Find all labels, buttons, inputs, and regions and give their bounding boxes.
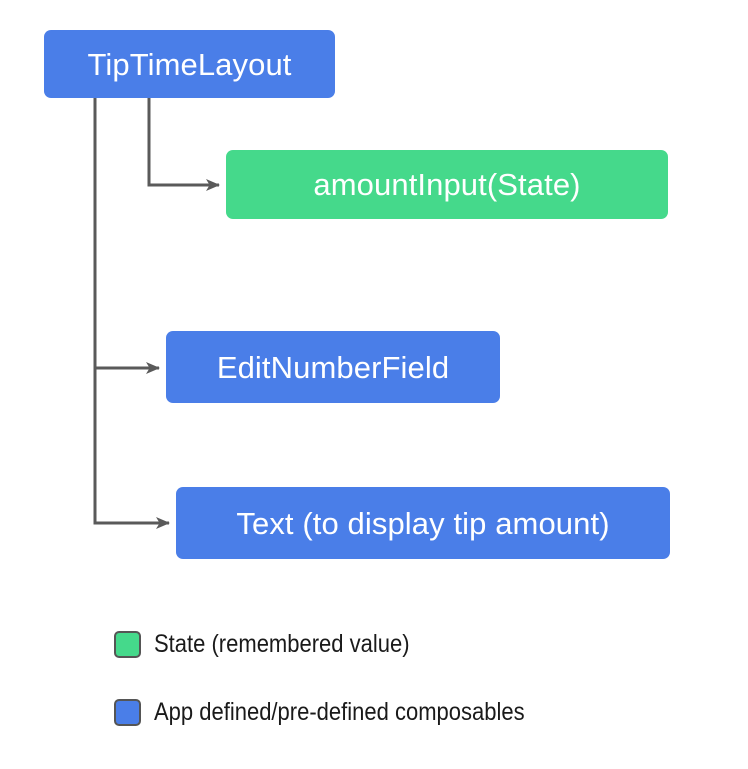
node-amount-input-state[interactable]: amountInput(State) bbox=[226, 150, 668, 219]
edge-to-amount-input bbox=[147, 98, 220, 191]
node-label: EditNumberField bbox=[216, 349, 450, 385]
legend-label-composables: App defined/pre-defined composables bbox=[154, 698, 525, 726]
node-tip-time-layout[interactable]: TipTimeLayout bbox=[44, 30, 335, 98]
legend-swatch-state bbox=[114, 631, 141, 658]
node-label: TipTimeLayout bbox=[87, 46, 292, 82]
legend-swatch-composables bbox=[114, 699, 141, 726]
legend-label-state: State (remembered value) bbox=[154, 630, 410, 658]
legend-item-state: State (remembered value) bbox=[114, 631, 444, 658]
node-label: amountInput(State) bbox=[313, 167, 581, 202]
node-label: Text (to display tip amount) bbox=[236, 505, 610, 541]
node-edit-number-field[interactable]: EditNumberField bbox=[166, 331, 500, 403]
legend-item-composables: App defined/pre-defined composables bbox=[114, 699, 575, 726]
edge-trunk bbox=[93, 98, 170, 529]
node-text-display-tip-amount[interactable]: Text (to display tip amount) bbox=[176, 487, 670, 559]
